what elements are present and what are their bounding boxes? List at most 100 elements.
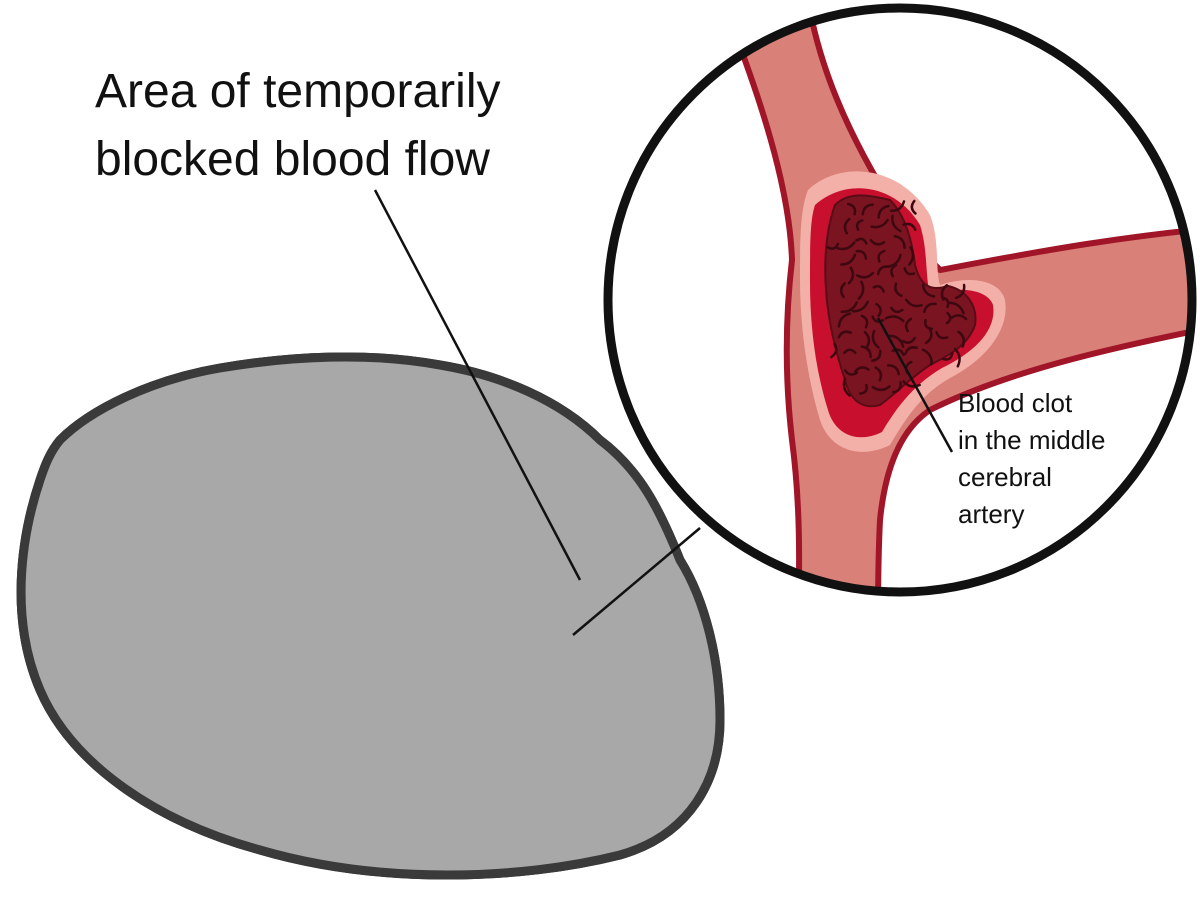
clot-texture [826,199,968,397]
title-line-1: Area of temporarily [95,65,501,118]
clot-squiggle [891,348,905,357]
clot-squiggle [935,330,949,340]
clot-squiggle [842,377,851,397]
brain-illustration [0,343,725,875]
clot-squiggle [860,345,872,359]
clot-label-line-2: in the middle [958,425,1105,455]
clot-squiggle [853,366,870,373]
clot-squiggle [846,202,857,216]
gyrus-stroke [32,730,68,748]
magnified-artery-view [603,3,1197,597]
gyrus-stroke [21,795,49,832]
clot-squiggle [830,342,838,359]
clot-squiggle [957,330,966,348]
gyrus-stroke [26,799,75,834]
clot-squiggle [894,282,903,298]
clot-squiggle [843,369,859,376]
clot-squiggle [855,219,864,231]
gyrus-stroke [21,412,43,451]
zoom-connector-line [572,527,701,636]
clot-squiggle [903,266,916,276]
clot-squiggle [948,301,965,315]
gyrus-stroke [21,733,36,773]
clot-squiggle [892,381,902,394]
gyrus-stroke [21,653,24,693]
gyrus-stroke [21,768,42,787]
gyrus-stroke [165,826,184,863]
clot-squiggle [893,234,906,249]
clot-squiggle [826,242,840,250]
clot-squiggle [843,217,851,235]
clot-squiggle [886,364,900,376]
clot-squiggle [871,349,882,362]
clot-label-line-1: Blood clot [958,388,1073,418]
clot-squiggle [950,314,968,321]
clot-squiggle [872,285,885,293]
gyrus-stroke [21,356,36,386]
gyrus-stroke [151,357,190,377]
gyrus-stroke [29,364,69,392]
gyrus-stroke [71,837,122,866]
clot-squiggle [874,366,883,382]
clot-squiggle [859,383,868,395]
clot-squiggle [840,301,858,313]
clot-squiggle [891,214,902,233]
clot-squiggle [847,266,855,285]
clot-squiggle [923,302,937,314]
clot-squiggle [954,283,966,300]
clot-squiggle [860,314,869,329]
title-leader-line [373,189,582,581]
clot-squiggle [902,222,917,232]
clot-squiggle [889,200,906,213]
clot-squiggle [901,336,917,344]
clot-squiggle [839,282,846,299]
clot-squiggle [871,315,885,323]
clot-squiggle [904,317,913,333]
clot-squiggle [888,334,905,348]
clot-squiggle [840,253,857,266]
clot-squiggle [953,347,961,368]
clot-squiggle [876,265,890,276]
clot-squiggle [877,204,890,219]
clot-squiggle [869,238,886,246]
clot-squiggle [855,249,868,260]
gyrus-stroke [197,838,237,871]
clot-squiggle [945,311,952,325]
gyrus-stroke [27,771,73,790]
clot-squiggle [884,315,905,323]
clot-squiggle [871,329,880,349]
clot-squiggle [837,330,853,339]
clot-squiggle [910,199,917,215]
clot-squiggle [871,385,891,392]
clot-squiggle [857,280,865,300]
clot-squiggle [902,380,921,388]
gyrus-stroke [21,462,25,479]
clot-squiggle [890,306,904,314]
clot-squiggle [855,271,875,279]
clot-squiggle [875,302,882,317]
gyrus-stroke [677,842,720,864]
gyrus-stroke [85,797,117,838]
gyrus-stroke [3,698,13,729]
clot-squiggle [870,218,889,229]
clot-squiggle [941,351,954,361]
clot-squiggle [940,296,950,309]
clot-squiggle [924,328,933,345]
clot-squiggle [851,300,869,313]
clot-squiggle [908,246,915,266]
clot-squiggle [863,330,871,349]
clot-mass [824,194,977,408]
gyrus-stroke [22,831,44,875]
clot-squiggle [904,346,918,356]
clot-squiggle [836,241,856,251]
clot-squiggle [855,237,868,245]
gyrus-stroke [529,364,564,384]
clot-squiggle [877,249,886,263]
gyrus-stroke [22,383,76,404]
clot-squiggle [904,298,923,308]
gyrus-stroke [83,356,125,366]
lens-ring [603,3,1197,597]
gyrus-stroke [697,541,720,592]
gyrus-stroke [557,356,585,393]
